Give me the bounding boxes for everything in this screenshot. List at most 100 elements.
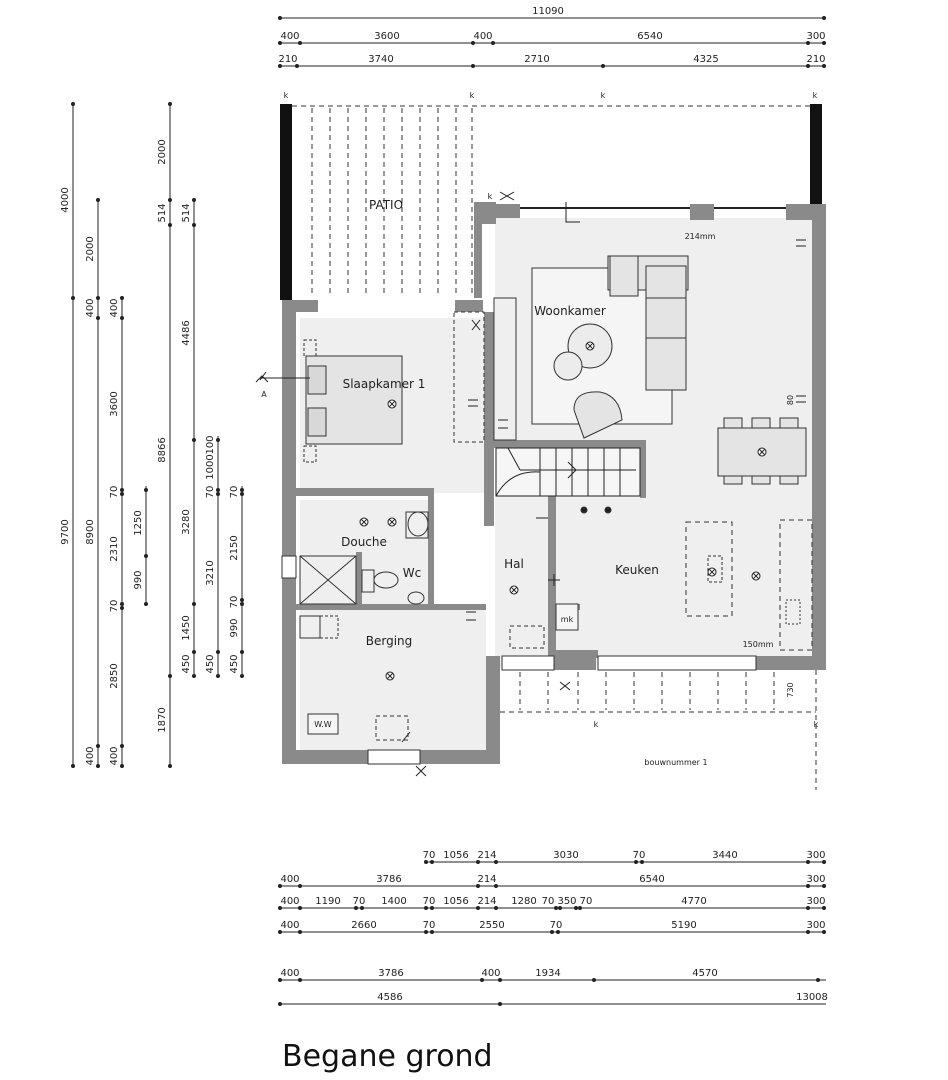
dim-label: 70 [550,920,563,931]
dim-label: 214 [477,874,496,885]
dim-label: 3280 [181,509,192,534]
dim-label: 4000 [60,187,71,212]
dim-label: 4570 [692,968,717,979]
dim-label: 3786 [378,968,403,979]
floor-depth-label: 214mm [685,232,716,241]
light-point-wc [387,517,397,527]
dim-label: 2850 [109,663,120,688]
room-label-keuken: Keuken [615,563,659,577]
left-dimension-labels: 4000 9700 2000 400 8900 400 400 3600 70 … [60,139,240,765]
dim-label: 1000 [205,454,216,479]
dim-label: 3030 [553,850,578,861]
dim-label: 300 [806,874,825,885]
dim-label: 3600 [109,391,120,416]
axis-marker-k: k [813,91,818,100]
dim-label: 70 [109,486,120,499]
windows [281,555,757,765]
room-label-berging: Berging [366,634,413,648]
dim-label: 70 [205,486,216,499]
light-point-island [707,567,717,577]
dim-label: 3740 [368,54,393,65]
dim-label: 214 [477,896,496,907]
dim-label: 400 [280,968,299,979]
dim-label: 4486 [181,320,192,345]
dim-label: 70 [109,600,120,613]
kitchen-fixtures [509,506,813,651]
room-label-patio: PATIO [369,198,403,212]
light-point-dining [757,447,767,457]
axis-marker-k: k [594,720,599,729]
light-point-living [585,341,595,351]
axis-marker-k: k [601,91,606,100]
light-point-hal [509,585,519,595]
dim-label: 70 [229,486,240,499]
dim-label: 2000 [85,236,96,261]
left-dimensions [71,102,244,768]
dim-label: 70 [423,850,436,861]
dim-label: 300 [806,896,825,907]
room-label-slaapkamer: Slaapkamer 1 [343,377,426,391]
dim-label: 400 [473,31,492,42]
bottom-dimensions [278,860,826,1006]
dim-label: 400 [85,746,96,765]
dim-label: 1400 [381,896,406,907]
dim-label: 450 [205,654,216,673]
light-point-keuken [751,571,761,581]
light-points [359,341,767,681]
bedroom-furniture [303,297,517,463]
light-point-douche [359,517,369,527]
axis-marker-k: k [488,192,493,201]
dim-label: 9700 [60,519,71,544]
dim-label: 400 [280,920,299,931]
dim-label: 400 [109,746,120,765]
dim-label: 214 [477,850,496,861]
dim-label: 1280 [511,896,536,907]
room-label-woonkamer: Woonkamer [534,304,606,318]
dim-label: 210 [278,54,297,65]
top-dimensions [278,16,826,68]
dim-label: 730 [786,682,795,697]
terrace-front [500,670,817,790]
dim-label: 3440 [712,850,737,861]
dim-label: 8900 [85,519,96,544]
dim-label: 400 [280,896,299,907]
dim-label: 6540 [639,874,664,885]
room-label-wc: Wc [403,566,421,580]
light-point-berging [385,671,395,681]
dim-label: 400 [280,31,299,42]
bathroom-fixtures [299,511,429,605]
dim-label: 1190 [315,896,340,907]
dim-label: 70 [353,896,366,907]
dim-label: 2660 [351,920,376,931]
dim-label: 1056 [443,896,468,907]
patio [280,104,822,300]
dim-label: 70 [633,850,646,861]
dim-label: 400 [85,298,96,317]
living-room-furniture [531,255,807,485]
dim-label: 8866 [157,437,168,462]
dim-label: 100 [205,435,216,454]
dim-label: 13008 [796,992,828,1003]
dim-label: 300 [806,920,825,931]
dim-label: 3786 [376,874,401,885]
dim-label: 2310 [109,536,120,561]
dim-label: 1056 [443,850,468,861]
dim-label: 1934 [535,968,560,979]
dim-label: 4770 [681,896,706,907]
build-number-label: bouwnummer 1 [644,758,707,767]
dim-label: 70 [229,596,240,609]
dim-label: 450 [181,654,192,673]
dim-label: 2150 [229,535,240,560]
dim-label: 210 [806,54,825,65]
dim-label: 990 [133,570,144,589]
dim-label: 450 [229,654,240,673]
section-marker-label: A [261,390,267,399]
dim-label: 514 [157,203,168,222]
dim-label: 70 [580,896,593,907]
axis-marker-k: k [470,91,475,100]
dim-label: 3210 [205,560,216,585]
dim-label: 2550 [479,920,504,931]
dim-label: 2000 [157,139,168,164]
dim-label: 6540 [637,31,662,42]
drawing-title: Begane grond [282,1039,493,1074]
